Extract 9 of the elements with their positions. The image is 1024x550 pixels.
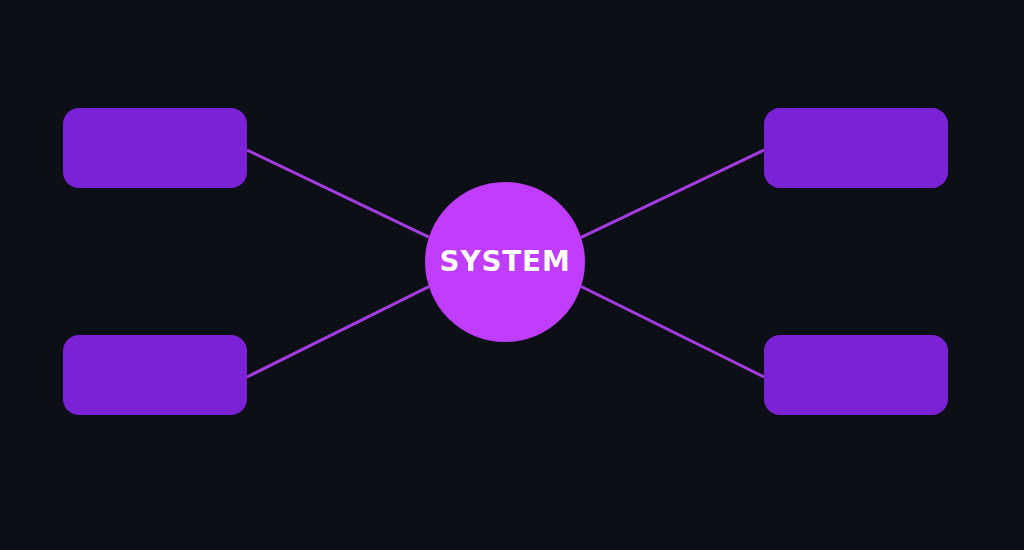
connector-line [246,148,430,239]
connector-line [246,285,430,379]
connector-line [580,148,765,239]
empty-box [764,108,948,188]
connector-line [580,285,765,379]
empty-box [764,335,948,415]
empty-box [63,335,247,415]
empty-box [63,108,247,188]
node-label: SYSTEM [439,244,571,280]
